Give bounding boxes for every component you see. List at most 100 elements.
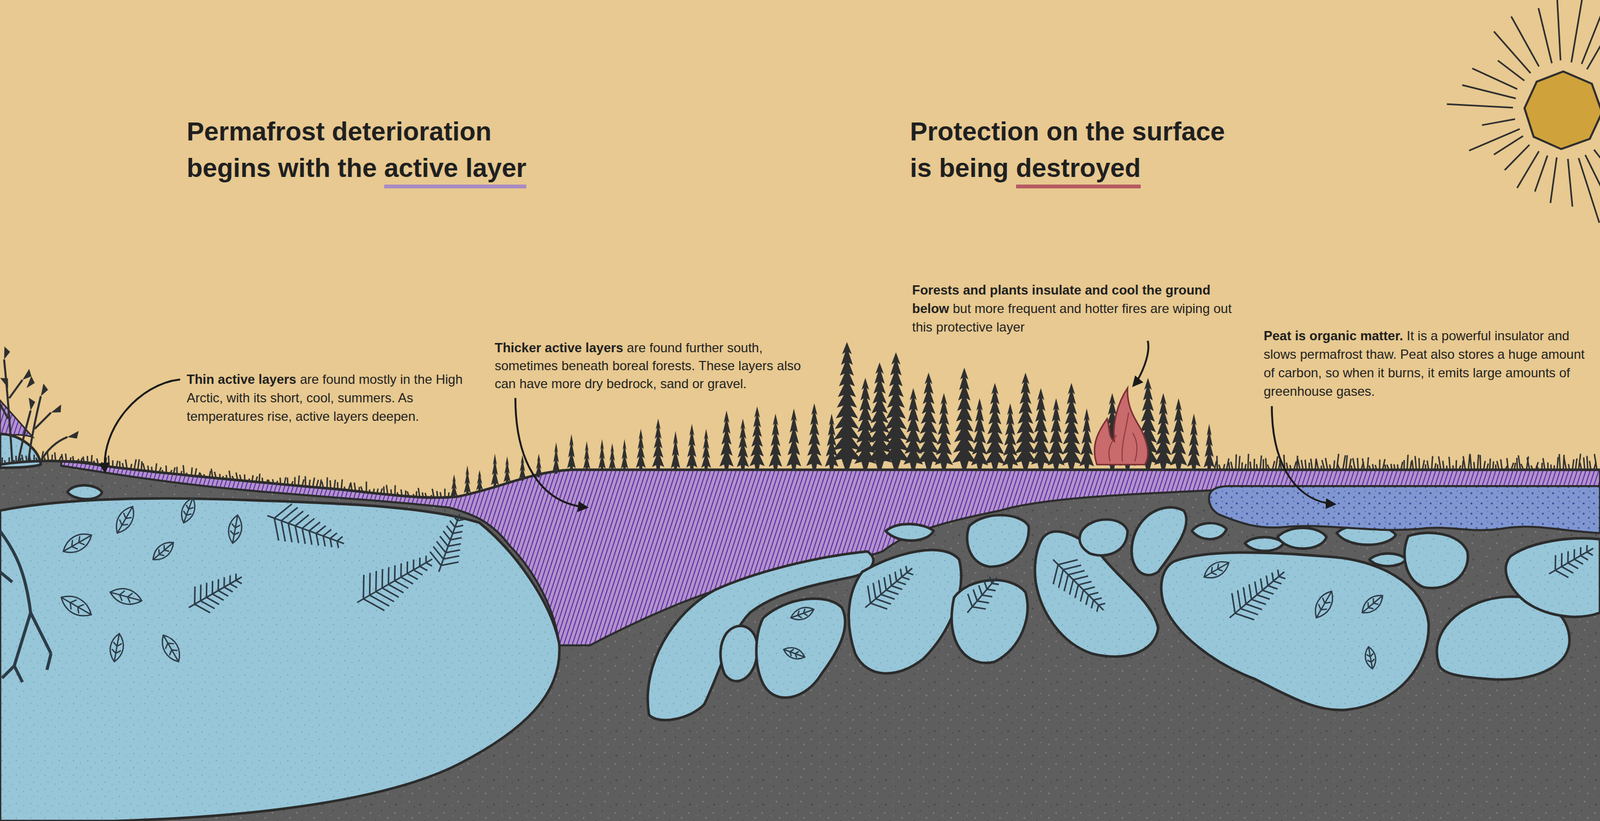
ice-lens — [756, 598, 846, 698]
grass-blade — [1445, 465, 1448, 470]
grass-blade — [26, 455, 28, 463]
sun-disc — [1524, 71, 1600, 150]
fossil-leaf — [1358, 591, 1387, 618]
grass-blade — [203, 474, 206, 478]
grass-blade — [1463, 456, 1466, 470]
grass-blade — [1286, 462, 1288, 470]
grass-blade — [119, 460, 121, 468]
spruce-tree — [1079, 408, 1094, 471]
grass-blade — [298, 475, 299, 486]
leader-arrow — [515, 397, 587, 508]
grass-blade — [159, 466, 162, 473]
grass-blade — [1375, 464, 1377, 470]
shrub-branch — [4, 359, 13, 462]
grass-blade — [425, 492, 428, 499]
grass-blade — [360, 485, 363, 492]
grass-blade — [1262, 458, 1265, 470]
grass-blade — [1575, 458, 1578, 470]
spruce-tree — [736, 418, 750, 471]
grass-blade — [183, 464, 185, 476]
spruce-tree — [701, 428, 712, 471]
grass-blade — [272, 478, 274, 484]
grass-blade — [1250, 461, 1252, 470]
callout-text: Thin active layers are found mostly in t… — [186, 370, 492, 426]
grass-blade — [380, 488, 383, 494]
grass-blade — [1479, 454, 1482, 470]
grass-blade — [1260, 455, 1262, 470]
grass-blade — [1578, 453, 1581, 470]
grass-blade — [35, 457, 38, 463]
callout-text: Thicker active layers are found further … — [494, 338, 811, 393]
grass-blade — [1216, 455, 1218, 470]
grass-blade — [1486, 463, 1489, 470]
grass-blade — [348, 483, 351, 491]
spruce-tree — [825, 413, 839, 471]
grass-blade — [1407, 454, 1409, 470]
grass-blade — [65, 453, 67, 461]
grass-blade — [1594, 453, 1598, 470]
grass-blade — [1235, 454, 1237, 470]
ground-surface-line — [0, 460, 1600, 498]
shrub-branch — [34, 412, 52, 429]
sun-ray — [1550, 157, 1558, 203]
grass-blade — [1223, 463, 1225, 470]
grass-blade — [358, 486, 361, 492]
grass-blade — [1321, 459, 1325, 470]
grass-blade — [268, 479, 270, 484]
grass-blade — [229, 470, 231, 480]
grass-blade — [316, 479, 319, 488]
grass-blade — [1518, 454, 1521, 470]
grass-blade — [1219, 464, 1221, 470]
grass-blade — [15, 455, 17, 464]
grass-blade — [350, 482, 353, 491]
grass-blade — [279, 477, 282, 484]
grass-blade — [1550, 464, 1553, 470]
grass-blade — [1459, 465, 1461, 470]
grass-blade — [191, 467, 193, 477]
grass-blade — [101, 462, 103, 466]
grass-blade — [211, 468, 213, 479]
ice-lens — [951, 580, 1028, 663]
grass-blade — [1431, 456, 1433, 470]
grass-blade — [1527, 457, 1530, 470]
fossil-plants — [0, 495, 1600, 682]
sun-ray — [1511, 16, 1540, 67]
spruce-tree — [450, 474, 458, 498]
grass-blade — [86, 455, 89, 464]
grass-blade — [1241, 462, 1243, 470]
ice-lens — [1505, 538, 1600, 617]
grass-blade — [54, 452, 57, 461]
grass-blade — [1301, 459, 1303, 470]
grass-blade — [1228, 462, 1230, 470]
grass-blade — [148, 465, 149, 471]
fossil-leaf — [111, 502, 139, 537]
sun-ray — [1504, 144, 1530, 170]
grass-blade — [1387, 464, 1389, 470]
grass-blade — [1542, 458, 1546, 470]
grass-blade — [1289, 464, 1291, 470]
grass-blade — [329, 480, 331, 489]
grass-blade — [1586, 455, 1588, 470]
grass-blade — [1305, 459, 1307, 470]
fossil-leaf — [1201, 556, 1233, 583]
grass-blade — [1473, 461, 1475, 470]
fossil-fern — [260, 496, 351, 562]
spruce-tree — [476, 470, 484, 492]
sun-ray — [1481, 119, 1516, 126]
grass-blade — [248, 478, 250, 482]
spruce-tree — [686, 423, 698, 471]
grass-blade — [418, 487, 421, 498]
grass-blade — [1253, 458, 1255, 470]
spruce-tree — [1170, 397, 1188, 471]
grass-blade — [1391, 463, 1393, 470]
shrub-leaf — [37, 383, 51, 398]
ice-lens — [1191, 522, 1227, 540]
sun-ray — [1472, 68, 1518, 90]
grass-blade — [309, 479, 311, 487]
fossil-leaf — [782, 644, 807, 662]
grass-blade — [21, 454, 24, 463]
grass-blade — [226, 474, 228, 480]
grass-blade — [162, 469, 163, 473]
